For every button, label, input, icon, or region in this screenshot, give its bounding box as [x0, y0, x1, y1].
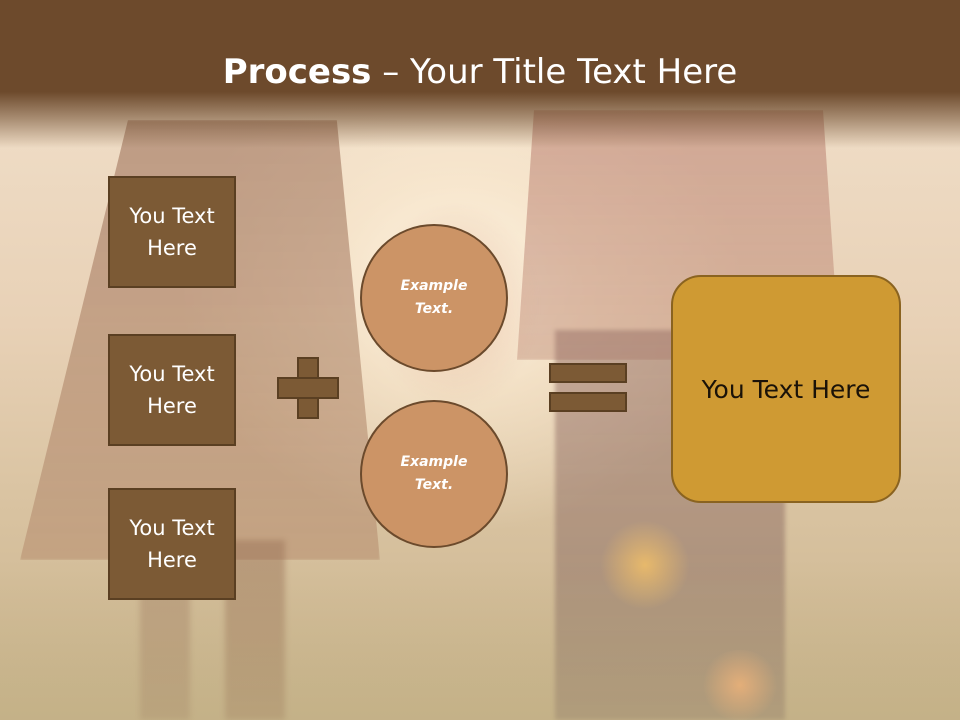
example-circle-2[interactable]: Example Text.: [360, 400, 508, 548]
left-box-label: You Text Here: [129, 204, 215, 260]
left-box-3[interactable]: You Text Here: [108, 488, 236, 600]
lens-flare: [600, 520, 690, 610]
left-box-2[interactable]: You Text Here: [108, 334, 236, 446]
left-box-1[interactable]: You Text Here: [108, 176, 236, 288]
plus-icon-center: [299, 379, 317, 397]
slide-title-bold: Process: [222, 52, 372, 92]
lens-flare: [700, 650, 780, 720]
left-box-label: You Text Here: [129, 516, 215, 572]
result-box[interactable]: You Text Here: [671, 275, 901, 503]
example-circle-label: Example Text.: [400, 454, 468, 493]
title-bar: [0, 0, 960, 148]
equals-icon-top-bar: [549, 363, 627, 383]
example-circle-1[interactable]: Example Text.: [360, 224, 508, 372]
example-circle-label: Example Text.: [400, 278, 468, 317]
slide-title-rest: – Your Title Text Here: [371, 52, 738, 92]
left-box-label: You Text Here: [129, 362, 215, 418]
slide-title[interactable]: Process – Your Title Text Here: [0, 52, 960, 92]
result-box-label: You Text Here: [701, 374, 871, 404]
equals-icon-bottom-bar: [549, 392, 627, 412]
